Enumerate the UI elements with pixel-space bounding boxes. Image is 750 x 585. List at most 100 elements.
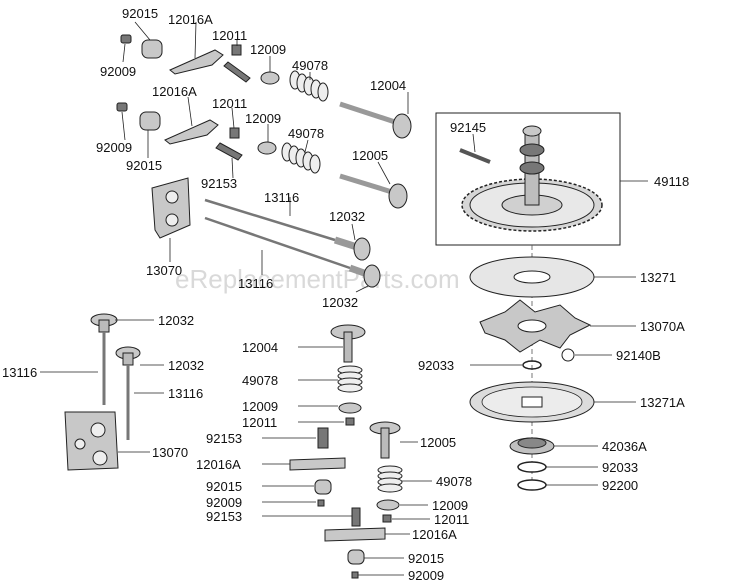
label-12004-b: 12004	[242, 340, 278, 355]
label-12032-b: 12032	[322, 295, 358, 310]
label-13070A: 13070A	[640, 319, 685, 334]
label-12032-a: 12032	[329, 209, 365, 224]
part-92033-ring	[522, 360, 542, 370]
label-92200: 92200	[602, 478, 638, 493]
label-92015-b: 92015	[126, 158, 162, 173]
label-92015-d: 92015	[408, 551, 444, 566]
label-13070-a: 13070	[146, 263, 182, 278]
label-12016A-b: 12016A	[152, 84, 197, 99]
part-13070-guide-plate-2	[64, 411, 119, 471]
part-42036A-bearing	[509, 437, 555, 455]
part-49118-camshaft	[461, 125, 603, 232]
label-12011-d: 12011	[434, 512, 469, 527]
part-92009-pin	[120, 34, 132, 44]
part-12011-retainer-2	[229, 127, 240, 139]
part-12009-seal-4	[376, 499, 400, 511]
label-92153-b: 92153	[206, 431, 242, 446]
part-12009-seal-2	[257, 141, 277, 155]
part-labels: 92015 12016A 12011 12009 49078 92009 120…	[2, 6, 689, 583]
label-92009-b: 92009	[96, 140, 132, 155]
label-13116-b: 13116	[238, 276, 273, 291]
label-49118: 49118	[654, 174, 689, 189]
label-12009-d: 12009	[432, 498, 468, 513]
part-12016A-rocker-arm-2	[164, 119, 219, 145]
part-12004-valve	[339, 101, 412, 139]
label-92009-c: 92009	[206, 495, 242, 510]
part-12032-tappet	[333, 236, 371, 261]
label-12005-a: 12005	[352, 148, 388, 163]
label-92140B: 92140B	[616, 348, 661, 363]
part-92153-adjuster-3	[351, 507, 361, 527]
part-92009-pin-2	[116, 102, 128, 112]
label-12004-a: 12004	[370, 78, 406, 93]
part-12016A-rocker-arm-4	[324, 527, 386, 542]
part-49078-spring-4	[377, 465, 403, 493]
part-49078-spring-2	[281, 142, 321, 174]
part-92145-pin	[459, 148, 491, 164]
part-12011-retainer-4	[382, 514, 392, 523]
part-12016A-rocker-arm-3	[289, 457, 346, 471]
part-13070-guide-plate	[151, 177, 191, 239]
part-adjuster-screw	[223, 61, 251, 83]
label-13271A: 13271A	[640, 395, 685, 410]
label-12011-a: 12011	[212, 28, 247, 43]
label-12016A-a: 12016A	[168, 12, 213, 27]
leader-lines-top	[121, 21, 409, 293]
label-12016A-d: 12016A	[412, 527, 457, 542]
part-92033-ring-2	[517, 461, 547, 473]
camshaft-detail-box	[435, 112, 621, 246]
label-92033-b: 92033	[602, 460, 638, 475]
label-12011-b: 12011	[212, 96, 247, 111]
part-92200-washer	[517, 479, 547, 491]
label-92153-a: 92153	[201, 176, 237, 191]
center-stack	[262, 324, 432, 579]
label-92033-a: 92033	[418, 358, 454, 373]
label-13116-a: 13116	[264, 190, 299, 205]
label-12032-d: 12032	[168, 358, 204, 373]
label-13271: 13271	[640, 270, 676, 285]
label-92015-c: 92015	[206, 479, 242, 494]
part-92153-adjuster-2	[317, 427, 329, 449]
label-42036A: 42036A	[602, 439, 647, 454]
part-12032-tappet-2	[348, 264, 381, 288]
part-92153-adjuster	[215, 142, 243, 161]
part-92009-pin-4	[351, 571, 359, 579]
label-49078-c: 49078	[242, 373, 278, 388]
part-92015-bush-4	[347, 549, 365, 565]
part-92140B-ball	[561, 348, 575, 362]
part-92015-bush-3	[314, 479, 332, 495]
label-13070-b: 13070	[152, 445, 188, 460]
part-13271A-plate	[469, 381, 595, 423]
lower-valve-train	[116, 102, 408, 288]
part-13070A-governor-spider	[479, 299, 592, 353]
part-49078-spring-3	[337, 365, 363, 393]
label-49078-b: 49078	[288, 126, 324, 141]
part-92009-pin-3	[317, 499, 325, 507]
part-49078-spring	[289, 70, 329, 102]
label-12005-b: 12005	[420, 435, 456, 450]
label-12009-c: 12009	[242, 399, 278, 414]
label-12011-c: 12011	[242, 415, 277, 430]
lower-left-assembly	[40, 313, 164, 471]
label-92153-c: 92153	[206, 509, 242, 524]
label-92009-a: 92009	[100, 64, 136, 79]
part-92015-bush	[141, 39, 163, 59]
part-12009-seal-3	[338, 402, 362, 414]
label-12009-b: 12009	[245, 111, 281, 126]
part-92015-bush-2	[139, 111, 161, 131]
label-12016A-c: 12016A	[196, 457, 241, 472]
label-12009-a: 12009	[250, 42, 286, 57]
label-92015-a: 92015	[122, 6, 158, 21]
label-49078-a: 49078	[292, 58, 328, 73]
part-12011-retainer	[231, 44, 242, 56]
label-92009-d: 92009	[408, 568, 444, 583]
upper-valve-train	[120, 34, 412, 139]
part-12016A-rocker-arm	[169, 49, 224, 75]
label-13116-c: 13116	[2, 365, 37, 380]
label-13116-d: 13116	[168, 386, 203, 401]
label-49078-d: 49078	[436, 474, 472, 489]
part-13116-pushrod-2	[204, 216, 351, 270]
part-12009-seal	[260, 71, 280, 85]
part-13116-pushrod	[204, 198, 336, 242]
